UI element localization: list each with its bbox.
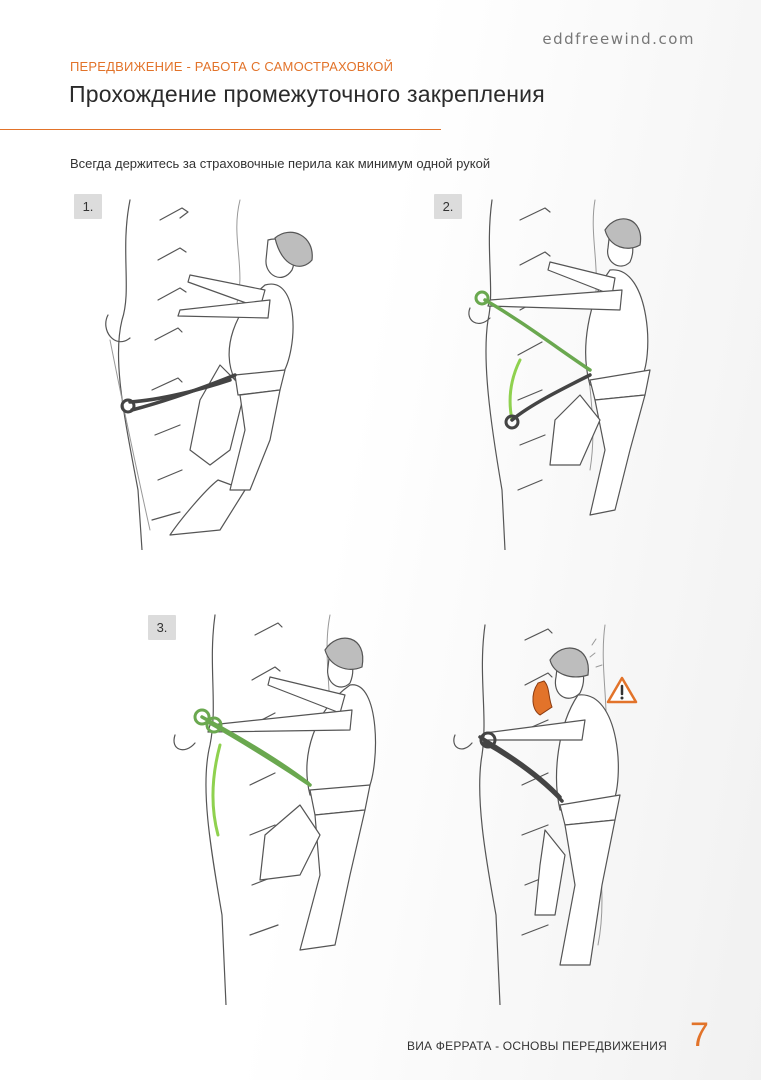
illustration-panel-4 <box>430 615 710 1005</box>
illustration-panel-2: 2. <box>430 190 710 550</box>
site-name: eddfreewind.com <box>542 30 695 48</box>
footer-text: ВИА ФЕРРАТА - ОСНОВЫ ПЕРЕДВИЖЕНИЯ <box>407 1039 667 1053</box>
illustration-panel-1: 1. <box>70 190 370 550</box>
instruction-text: Всегда держитесь за страховочные перила … <box>70 156 491 171</box>
climber-illustration-4 <box>430 615 710 1005</box>
step-label-2: 2. <box>434 194 462 219</box>
section-heading: ПЕРЕДВИЖЕНИЕ - РАБОТА С САМОСТРАХОВКОЙ <box>70 59 394 74</box>
warning-icon <box>605 675 639 705</box>
climber-illustration-1 <box>70 190 370 550</box>
page-title: Прохождение промежуточного закрепления <box>69 81 545 107</box>
title-rule <box>0 129 441 130</box>
step-label-3: 3. <box>148 615 176 640</box>
climber-illustration-2 <box>430 190 710 550</box>
page-number: 7 <box>690 1016 709 1054</box>
illustration-panel-3: 3. <box>140 605 410 1005</box>
step-label-1: 1. <box>74 194 102 219</box>
climber-illustration-3 <box>140 605 410 1005</box>
